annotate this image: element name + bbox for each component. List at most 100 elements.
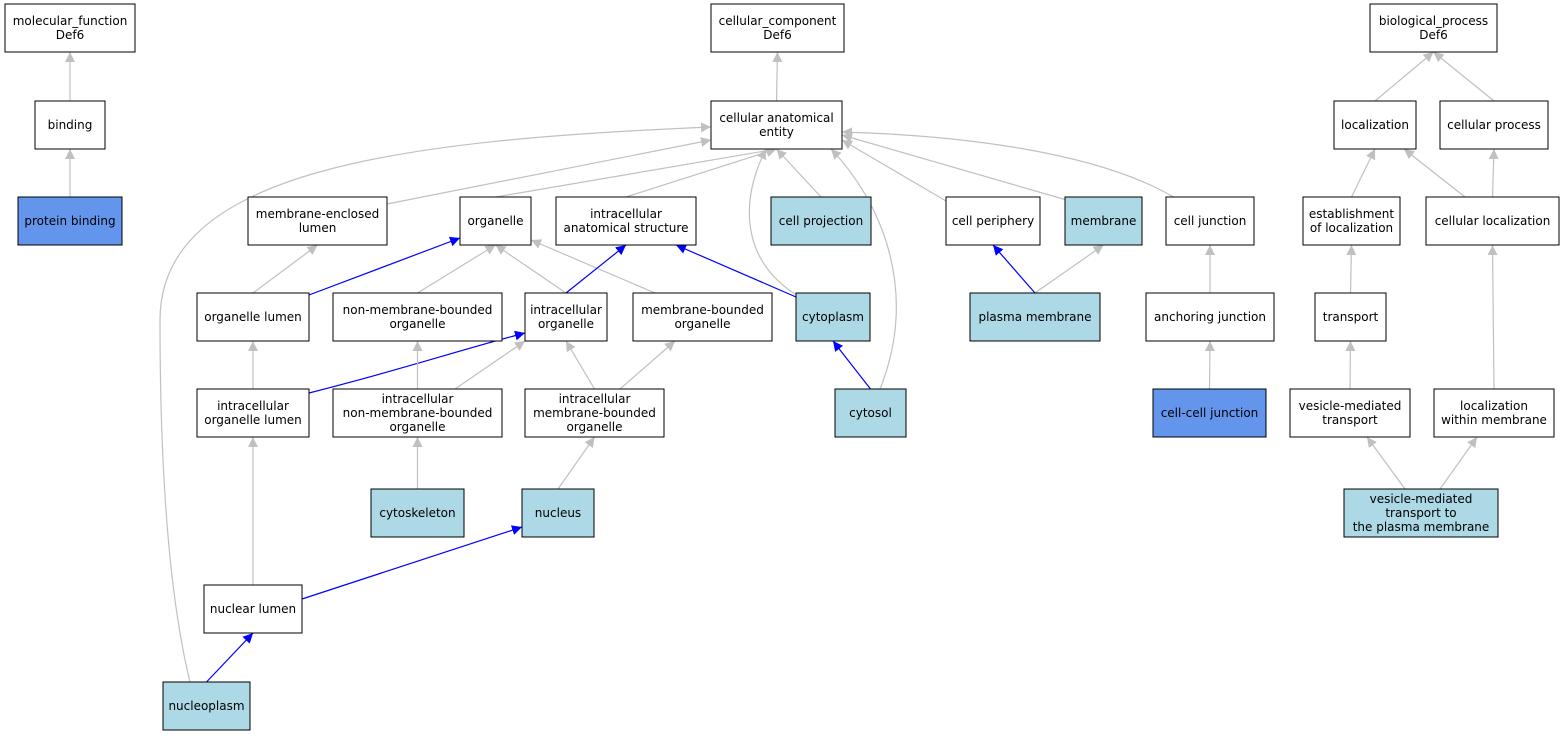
node-box: [710, 100, 843, 150]
node-label: within membrane: [1441, 413, 1547, 427]
edge-ccj-to-anchoring_junction: [1204, 340, 1215, 390]
edge-vmtpm-to-lwm: [1439, 436, 1478, 490]
edge-mel-to-cae: [386, 137, 712, 205]
node-ccj: cell-cell junction: [1152, 388, 1267, 438]
node-label: biological_process: [1379, 14, 1488, 28]
node-box: [196, 292, 310, 342]
edge-cytoplasm-to-ias: [675, 244, 797, 298]
node-box: [770, 196, 872, 246]
node-label: organelle: [389, 420, 445, 434]
node-label: cytosol: [849, 406, 892, 420]
node-nucleoplasm: nucleoplasm: [162, 681, 251, 731]
node-label: establishment: [1309, 207, 1395, 221]
node-box: [1425, 196, 1560, 246]
node-label: membrane-bounded: [533, 406, 656, 420]
node-box: [459, 196, 532, 246]
edge-organelle-to-cae: [495, 145, 777, 198]
node-label: lumen: [299, 221, 337, 235]
node-box: [203, 584, 303, 634]
node-box: [1145, 292, 1275, 342]
edge-cellular_localization-to-cellular_process: [1488, 148, 1499, 198]
node-box: [1333, 100, 1417, 150]
node-box: [247, 196, 388, 246]
node-box: [1152, 388, 1267, 438]
edge-organelle_lumen-to-organelle: [308, 236, 461, 296]
node-label: organelle lumen: [204, 310, 302, 324]
node-box: [1439, 100, 1549, 150]
edge-lwm-to-cellular_localization: [1487, 244, 1498, 390]
node-label: nucleus: [535, 506, 581, 520]
node-box: [370, 488, 465, 538]
node-box: [632, 292, 773, 342]
edge-vmt-to-transport: [1345, 340, 1356, 390]
node-label: membrane-bounded: [641, 303, 764, 317]
node-label: transport: [1323, 310, 1379, 324]
node-label: nuclear lumen: [210, 602, 296, 616]
node-box: [1289, 388, 1411, 438]
node-cytosol: cytosol: [834, 388, 907, 438]
edge-nucleoplasm-to-nuclear_lumen: [206, 632, 254, 683]
edge-inmbo-to-io: [454, 340, 526, 390]
node-label: cytoskeleton: [379, 506, 455, 520]
node-label: cell projection: [779, 214, 863, 228]
node-box: [969, 292, 1101, 342]
node-label: non-membrane-bounded: [343, 406, 493, 420]
node-box: [1433, 388, 1555, 438]
node-label: cell periphery: [952, 214, 1034, 228]
edge-io-to-organelle: [495, 244, 567, 294]
node-label: organelle lumen: [204, 413, 302, 427]
node-cellular-localization: cellular localization: [1425, 196, 1560, 246]
node-box: [332, 388, 503, 438]
node-label: membrane-enclosed: [256, 207, 380, 221]
node-box: [34, 100, 106, 150]
node-label: the plasma membrane: [1353, 520, 1490, 534]
node-plasma-membrane: plasma membrane: [969, 292, 1101, 342]
edge-ias-to-cae: [625, 147, 777, 198]
node-label: transport to: [1385, 506, 1456, 520]
node-label: organelle: [538, 317, 594, 331]
node-box: [1165, 196, 1255, 246]
node-box: [521, 488, 595, 538]
node-label: intracellular: [382, 392, 454, 406]
node-label: cellular_component: [719, 14, 837, 28]
edge-cell_junction-to-cae: [841, 127, 1181, 202]
edge-mbo-to-organelle: [530, 239, 656, 294]
node-label: intracellular: [590, 207, 662, 221]
node-box: [834, 388, 907, 438]
node-label: localization: [1460, 399, 1528, 413]
node-box: [555, 196, 697, 246]
node-label: anatomical structure: [564, 221, 689, 235]
node-box: [1302, 196, 1401, 246]
node-label: organelle: [566, 420, 622, 434]
node-membrane: membrane: [1064, 196, 1143, 246]
node-protein-binding: protein binding: [17, 196, 123, 246]
edge-imbo-to-io: [565, 340, 596, 390]
node-nuclear-lumen: nuclear lumen: [203, 584, 303, 634]
node-box: [332, 292, 503, 342]
edge-plasma_membrane-to-membrane: [1034, 244, 1104, 294]
node-label: Def6: [763, 28, 791, 42]
node-label: non-membrane-bounded: [343, 303, 493, 317]
node-label: nucleoplasm: [168, 699, 244, 713]
edge-localization-to-bp: [1374, 51, 1434, 102]
node-cell-junction: cell junction: [1165, 196, 1255, 246]
node-label: intracellular: [217, 399, 289, 413]
node-cellular-process: cellular process: [1439, 100, 1549, 150]
node-transport: transport: [1314, 292, 1387, 342]
edge-cytosol-to-cytoplasm: [832, 340, 871, 390]
node-label: organelle: [674, 317, 730, 331]
node-box: [1369, 3, 1498, 53]
node-anchoring-junction: anchoring junction: [1145, 292, 1275, 342]
node-box: [1064, 196, 1143, 246]
edge-cellular_localization-to-localization: [1403, 148, 1466, 198]
